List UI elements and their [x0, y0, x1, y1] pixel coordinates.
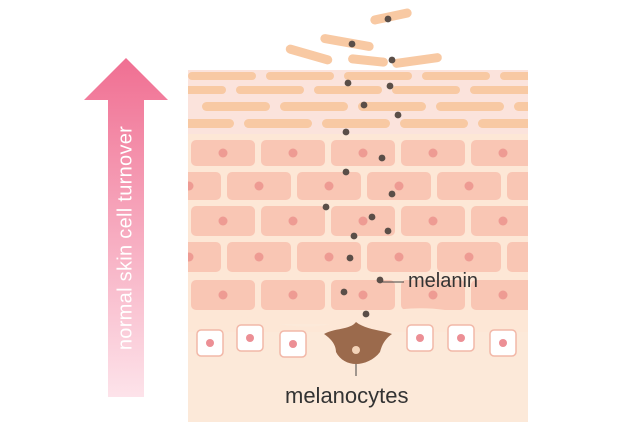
flaking-cell [320, 34, 374, 51]
corneum-cell [314, 86, 382, 94]
corneum-cell [422, 72, 490, 80]
flaking-cell [370, 8, 412, 25]
spinous-cell [188, 242, 221, 272]
melanin-granule [388, 56, 396, 64]
arrow-label: normal skin cell turnover [114, 125, 137, 351]
cell-nucleus [464, 252, 474, 262]
melanin-granule [362, 310, 370, 318]
melanin-granule [322, 203, 330, 211]
corneum-cell [322, 119, 390, 128]
basal-nucleus [246, 334, 254, 342]
cell-nucleus [218, 148, 228, 158]
corneum-cell [436, 102, 504, 111]
melanocyte-icon [324, 322, 392, 364]
turnover-arrow-icon [84, 58, 168, 397]
cell-nucleus [288, 290, 298, 300]
cell-nucleus [288, 216, 298, 226]
cell-nucleus [218, 290, 228, 300]
corneum-cell [188, 72, 256, 80]
corneum-cell [400, 119, 468, 128]
melanin-granule [388, 190, 396, 198]
corneum-cell [392, 86, 460, 94]
basal-nucleus [416, 334, 424, 342]
cell-nucleus [535, 253, 544, 262]
corneum-cell [188, 119, 234, 128]
corneum-cell [514, 102, 528, 111]
corneum-cell [236, 86, 304, 94]
melanin-granule [394, 111, 402, 119]
flaking-cell [285, 44, 333, 65]
spinous-cell [188, 172, 221, 200]
melanin-granule [376, 276, 384, 284]
melanin-granule [342, 128, 350, 136]
basal-boundary [188, 308, 528, 332]
cell-nucleus [218, 216, 228, 226]
corneum-cell [202, 102, 270, 111]
melanin-label: melanin [408, 270, 479, 292]
cell-nucleus [254, 181, 264, 191]
cell-nucleus [358, 148, 368, 158]
cell-nucleus [535, 182, 544, 191]
melanin-granule [340, 288, 348, 296]
cell-nucleus [394, 252, 404, 262]
cell-nucleus [288, 148, 298, 158]
corneum-cell [358, 102, 426, 111]
melanin-granule [344, 79, 352, 87]
spinous-cell [507, 172, 528, 200]
cell-nucleus [498, 216, 508, 226]
corneum-cell [344, 72, 412, 80]
cell-nucleus [188, 181, 194, 191]
melanin-granule [360, 101, 368, 109]
cell-nucleus [498, 148, 508, 158]
corneum-cell [478, 119, 528, 128]
basal-nucleus [289, 340, 297, 348]
melanin-granule [346, 254, 354, 262]
melanocyte-nucleus-icon [352, 346, 360, 354]
melanin-granule [384, 227, 392, 235]
cell-nucleus [394, 181, 404, 191]
cell-nucleus [358, 290, 368, 300]
cell-nucleus [188, 252, 194, 262]
cell-nucleus [498, 290, 508, 300]
melanin-granule [350, 232, 358, 240]
melanin-granule [368, 213, 376, 221]
corneum-cell [500, 72, 528, 80]
corneum-cell [470, 86, 528, 94]
flaking-cell [392, 53, 442, 68]
cell-nucleus [324, 181, 334, 191]
corneum-cell [266, 72, 334, 80]
cell-nucleus [464, 181, 474, 191]
melanin-granule [342, 168, 350, 176]
basal-nucleus [206, 339, 214, 347]
cell-nucleus [428, 290, 438, 300]
melanocytes-label: melanocytes [285, 383, 409, 408]
melanin-granule [378, 154, 386, 162]
corneum-cell [280, 102, 348, 111]
spinous-cell [507, 242, 528, 272]
melanin-granule [386, 82, 394, 90]
basal-nucleus [457, 334, 465, 342]
flaking-cell [348, 54, 388, 67]
corneum-cell [244, 119, 312, 128]
melanin-granule [384, 15, 392, 23]
melanin-granule [348, 40, 356, 48]
cell-nucleus [428, 216, 438, 226]
cell-nucleus [358, 216, 368, 226]
corneum-cell [188, 86, 226, 94]
cell-nucleus [324, 252, 334, 262]
basal-nucleus [499, 339, 507, 347]
cell-nucleus [254, 252, 264, 262]
cell-nucleus [428, 148, 438, 158]
